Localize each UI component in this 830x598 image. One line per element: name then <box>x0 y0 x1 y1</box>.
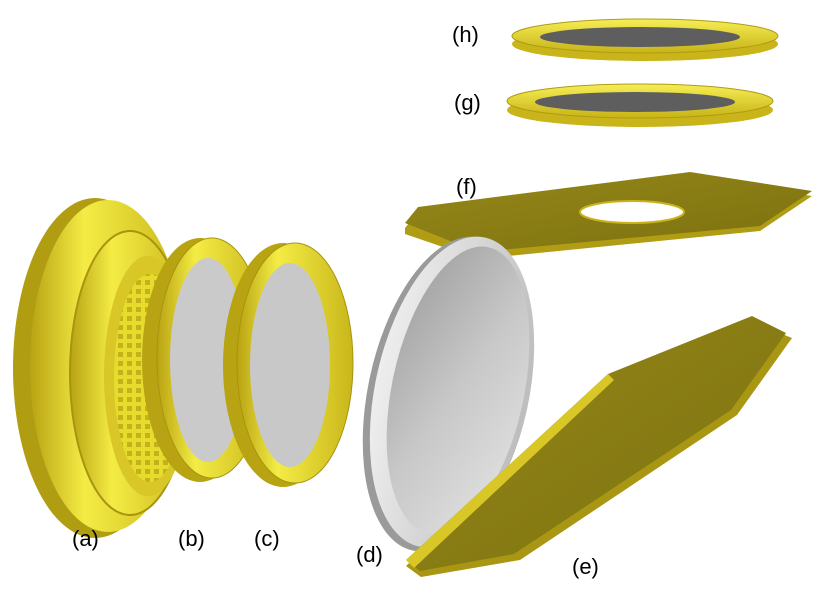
label-g: (g) <box>454 90 481 115</box>
label-d: (d) <box>356 542 383 567</box>
label-h: (h) <box>452 22 479 47</box>
label-e: (e) <box>572 554 599 579</box>
label-b: (b) <box>178 526 205 551</box>
plate-e <box>406 316 792 577</box>
label-c: (c) <box>254 526 280 551</box>
label-a: (a) <box>72 526 99 551</box>
plate-f <box>405 172 812 259</box>
ring-g <box>506 83 774 127</box>
window-d <box>362 236 535 552</box>
ring-h <box>511 18 779 61</box>
ring-c <box>223 242 354 487</box>
label-f: (f) <box>456 174 477 199</box>
